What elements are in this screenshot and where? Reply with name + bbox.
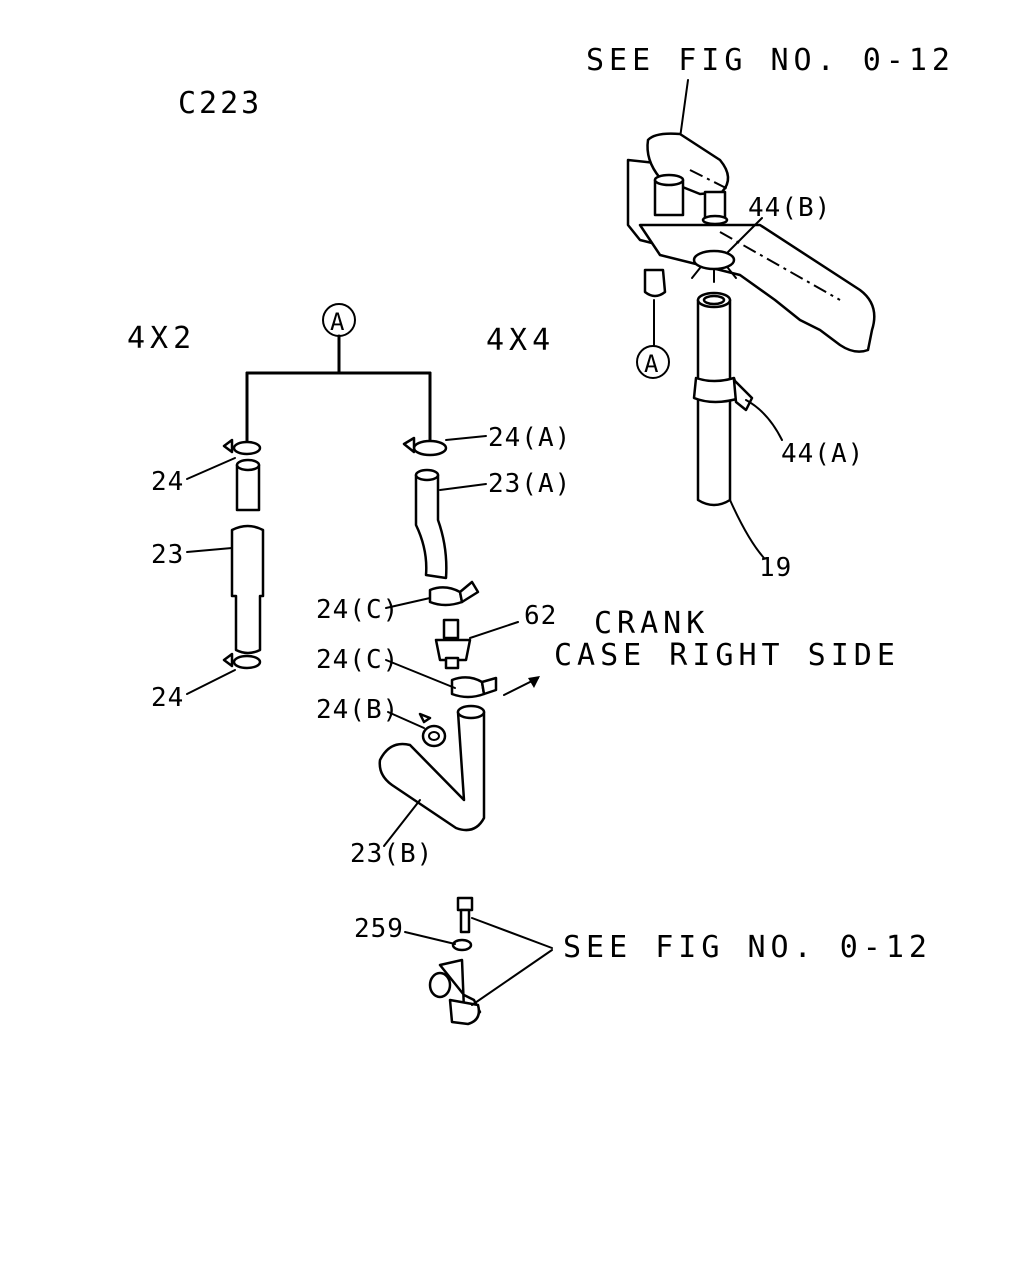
callout-23a: 23(A) — [488, 469, 571, 499]
hose-23a — [402, 435, 487, 580]
svg-text:A: A — [330, 308, 345, 336]
callout-62: 62 — [524, 601, 557, 631]
crank-case-label-line2: CASE RIGHT SIDE — [554, 638, 900, 673]
callout-24a: 24(A) — [488, 423, 571, 453]
svg-text:A: A — [644, 350, 659, 378]
variant-4x4-label: 4X4 — [486, 323, 555, 358]
see-fig-bottom: SEE FIG NO. 0-12 — [563, 930, 932, 965]
figure-code: C223 — [178, 86, 262, 121]
callout-24c-upper: 24(C) — [316, 595, 399, 625]
branch-bracket — [245, 334, 432, 452]
intake-bracket-assembly — [626, 79, 876, 353]
pipe-19 — [692, 291, 783, 559]
crank-case-label-line1: CRANK — [594, 606, 709, 641]
callout-23: 23 — [151, 540, 184, 570]
bracket-259 — [404, 896, 553, 1026]
callout-24c-lower: 24(C) — [316, 645, 399, 675]
callout-44a: 44(A) — [781, 439, 864, 469]
callout-24b: 24(B) — [316, 695, 399, 725]
hose-23b — [378, 704, 486, 847]
hose-23 — [186, 438, 265, 695]
ref-marker-right: A — [636, 345, 670, 379]
ref-marker-top: A — [322, 303, 356, 337]
clamp-24b — [387, 711, 447, 748]
callout-259: 259 — [354, 914, 404, 944]
callout-23b: 23(B) — [350, 839, 433, 869]
clamp-24c-upper — [385, 580, 480, 609]
valve-62 — [434, 618, 519, 670]
variant-4x2-label: 4X2 — [127, 321, 196, 356]
callout-24-lower: 24 — [151, 683, 184, 713]
callout-24-upper: 24 — [151, 467, 184, 497]
clamp-24c-lower — [385, 659, 498, 699]
flow-arrow-crank-case — [503, 676, 540, 696]
see-fig-top: SEE FIG NO. 0-12 — [586, 43, 955, 78]
